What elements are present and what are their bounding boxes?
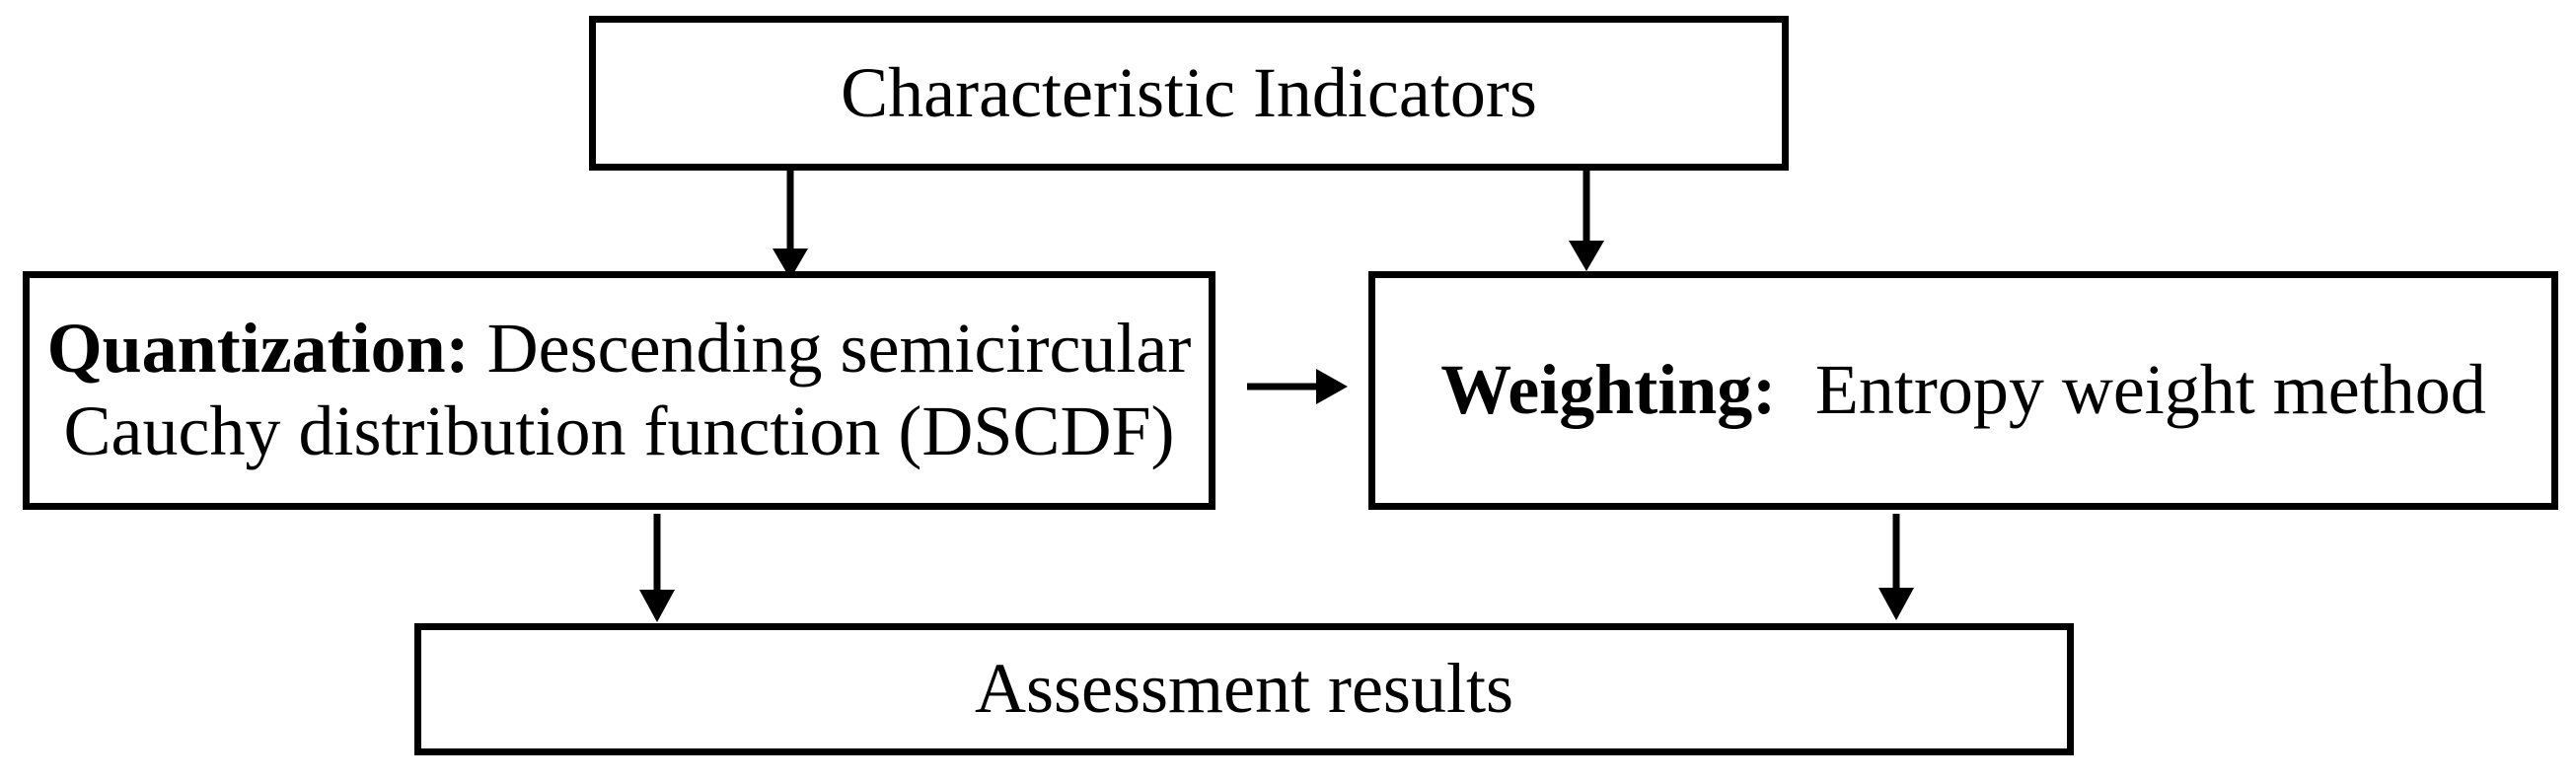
node-weighting-rest: Entropy weight method: [1814, 350, 2486, 430]
node-characteristic-indicators-label: Characteristic Indicators: [841, 52, 1537, 132]
node-weighting-label: Weighting: Entropy weight method: [1440, 349, 2486, 432]
node-weighting: Weighting: Entropy weight method: [1368, 271, 2558, 510]
arrow-down-quantization-to-assessment-icon: [639, 514, 675, 622]
arrow-down-top-to-quantization-icon: [773, 171, 808, 279]
arrow-down-weighting-to-assessment-icon: [1878, 514, 1914, 620]
node-weighting-keyword: Weighting:: [1440, 350, 1777, 430]
node-quantization-line1-rest: Descending semicircular: [486, 309, 1192, 389]
node-quantization-keyword: Quantization:: [46, 309, 470, 389]
node-assessment-results-label: Assessment results: [975, 649, 1513, 729]
node-assessment-results: Assessment results: [414, 623, 2074, 755]
node-quantization: Quantization:Descending semicircular Cau…: [23, 271, 1215, 510]
node-quantization-line2: Cauchy distribution function (DSCDF): [63, 391, 1175, 470]
arrow-right-quantization-to-weighting-icon: [1247, 369, 1348, 404]
arrow-down-top-to-weighting-icon: [1569, 171, 1604, 271]
node-characteristic-indicators: Characteristic Indicators: [589, 16, 1789, 171]
node-quantization-line1: Quantization:Descending semicircular: [47, 308, 1192, 390]
